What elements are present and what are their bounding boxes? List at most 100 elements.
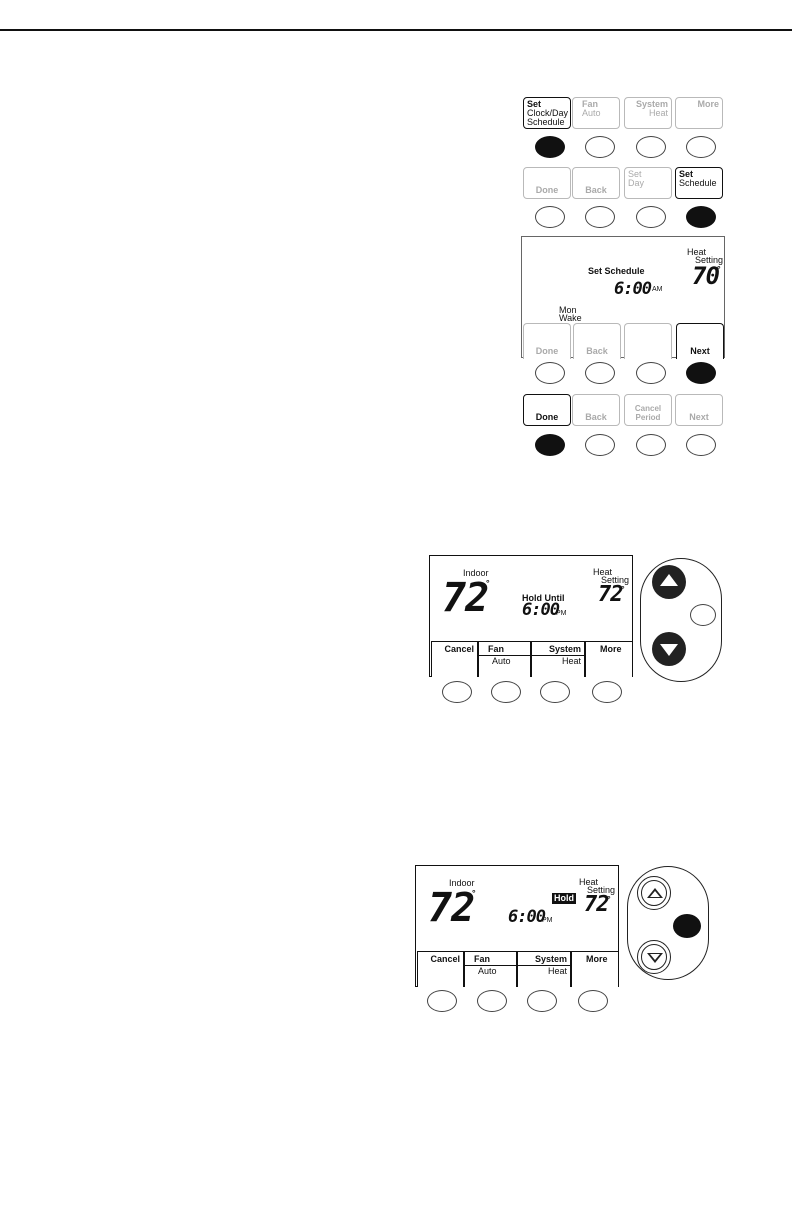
degree-symbol: ° xyxy=(486,578,490,588)
current-time: 6:00 xyxy=(508,907,546,927)
key-label: Schedule xyxy=(679,178,717,188)
hardware-button-3[interactable] xyxy=(636,434,666,456)
setting-label: Setting xyxy=(601,575,630,585)
hardware-button-1[interactable] xyxy=(427,990,457,1012)
thermostat-screen-hold-until: Indoor 72 ° Hold Until 6:00 PM Heat Sett… xyxy=(429,555,633,677)
heat-label: Heat xyxy=(593,567,613,577)
key-label: Back xyxy=(586,346,608,356)
cancel-key[interactable]: Cancel xyxy=(431,641,478,677)
done-key[interactable]: Done xyxy=(523,167,571,199)
next-key[interactable]: Next xyxy=(676,323,724,359)
hardware-button-1[interactable] xyxy=(535,362,565,384)
down-arrow-icon xyxy=(660,644,678,656)
up-arrow-icon-inner xyxy=(650,891,660,897)
up-arrow-icon xyxy=(647,888,663,898)
hardware-button-3[interactable] xyxy=(636,206,666,228)
up-arrow-button[interactable] xyxy=(652,565,686,599)
setting-label: Setting xyxy=(587,885,616,895)
set-schedule-screen: Heat Setting 70 ° Set Schedule 6:00 AM M… xyxy=(521,236,725,359)
more-key[interactable]: More xyxy=(675,97,723,129)
key-divider xyxy=(479,655,530,656)
key-value: Heat xyxy=(561,656,581,666)
hardware-button-2[interactable] xyxy=(585,362,615,384)
system-key[interactable]: System Heat xyxy=(624,97,672,129)
done-key[interactable]: Done xyxy=(523,394,571,426)
am-pm: PM xyxy=(542,917,553,924)
hardware-button-3[interactable] xyxy=(636,362,666,384)
hardware-button-1[interactable] xyxy=(535,434,565,456)
key-label: System xyxy=(548,644,581,654)
hardware-button-2[interactable] xyxy=(477,990,507,1012)
hold-time: 6:00 xyxy=(522,600,560,620)
more-key[interactable]: More xyxy=(585,641,633,677)
next-key[interactable]: Next xyxy=(675,394,723,426)
down-arrow-icon xyxy=(647,953,663,963)
hardware-button-4[interactable] xyxy=(686,434,716,456)
fan-key[interactable]: Fan Auto xyxy=(464,951,517,987)
screen-title: Set Schedule xyxy=(588,266,645,276)
blank-key[interactable] xyxy=(624,323,672,359)
down-arrow-button[interactable] xyxy=(637,940,671,974)
hardware-button-2[interactable] xyxy=(585,434,615,456)
hardware-button-4[interactable] xyxy=(592,681,622,703)
done-key[interactable]: Done xyxy=(523,323,571,359)
hardware-button-4[interactable] xyxy=(686,362,716,384)
fan-key[interactable]: Fan Auto xyxy=(478,641,531,677)
hardware-button-2[interactable] xyxy=(585,136,615,158)
hold-until-label: Hold Until xyxy=(522,593,565,603)
schedule-day: Mon xyxy=(559,305,577,315)
side-button[interactable] xyxy=(690,604,716,626)
key-label: Cancel xyxy=(430,954,460,964)
hardware-button-4[interactable] xyxy=(578,990,608,1012)
page-top-rule xyxy=(0,29,792,31)
key-label: Set xyxy=(527,99,542,109)
hardware-button-4[interactable] xyxy=(686,136,716,158)
hold-badge: Hold xyxy=(552,893,576,904)
set-clock-day-schedule-key[interactable]: Set Clock/Day Schedule xyxy=(523,97,571,129)
key-label: Back xyxy=(585,185,607,195)
hardware-button-1[interactable] xyxy=(442,681,472,703)
down-arrow-button[interactable] xyxy=(652,632,686,666)
setpoint-temp: 70 xyxy=(692,262,720,290)
softkey-panel-4: Done Back Cancel Period Next xyxy=(521,394,723,428)
hardware-button-3[interactable] xyxy=(540,681,570,703)
key-divider xyxy=(465,965,516,966)
hardware-button-1[interactable] xyxy=(535,136,565,158)
back-key[interactable]: Back xyxy=(572,167,620,199)
am-pm: PM xyxy=(556,610,567,617)
more-key[interactable]: More xyxy=(571,951,619,987)
system-key[interactable]: System Heat xyxy=(531,641,585,677)
hardware-button-2[interactable] xyxy=(491,681,521,703)
fan-key[interactable]: Fan Auto xyxy=(572,97,620,129)
key-label: Done xyxy=(535,412,559,422)
indoor-temp: 72 xyxy=(442,575,489,621)
back-key[interactable]: Back xyxy=(573,323,621,359)
key-label: Fan xyxy=(488,644,505,654)
set-day-key[interactable]: Set Day xyxy=(624,167,672,199)
cancel-key[interactable]: Cancel xyxy=(417,951,464,987)
hardware-button-4[interactable] xyxy=(686,206,716,228)
key-label: Schedule xyxy=(527,117,565,127)
softkey-panel-2: Done Back Set Day Set Schedule xyxy=(521,167,723,201)
hardware-button-3[interactable] xyxy=(527,990,557,1012)
setpoint-temp: 72 xyxy=(598,582,623,607)
down-arrow-icon-inner xyxy=(650,954,660,960)
key-label: Cancel xyxy=(444,644,474,654)
thermostat-screen-hold: Indoor 72 ° 6:00 PM Hold Heat Setting 72… xyxy=(415,865,619,987)
hardware-button-1[interactable] xyxy=(535,206,565,228)
key-label: Auto xyxy=(582,108,601,118)
system-key[interactable]: System Heat xyxy=(517,951,571,987)
back-key[interactable]: Back xyxy=(572,394,620,426)
side-button-pressed[interactable] xyxy=(673,914,701,938)
key-label: Set xyxy=(679,169,694,179)
up-arrow-button[interactable] xyxy=(637,876,671,910)
set-schedule-key[interactable]: Set Schedule xyxy=(675,167,723,199)
cancel-period-key[interactable]: Cancel Period xyxy=(624,394,672,426)
key-divider xyxy=(532,655,584,656)
indoor-label: Indoor xyxy=(463,568,489,578)
hardware-button-3[interactable] xyxy=(636,136,666,158)
indoor-label: Indoor xyxy=(449,878,475,888)
key-value: Auto xyxy=(492,656,511,666)
degree-symbol: ° xyxy=(717,264,721,274)
hardware-button-2[interactable] xyxy=(585,206,615,228)
